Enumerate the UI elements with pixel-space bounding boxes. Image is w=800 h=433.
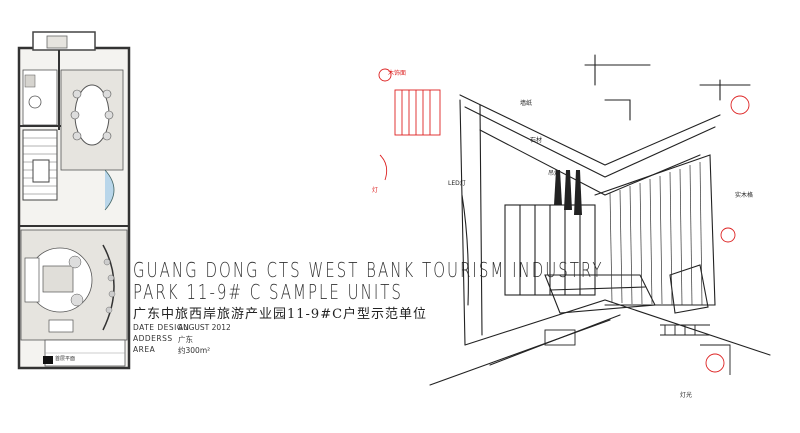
title-chinese: 广东中旅西岸旅游产业园11-9#C户型示范单位 <box>133 307 428 322</box>
title-line-1: GUANG DONG CTS WEST BANK TOURISM INDUSTR… <box>133 258 604 283</box>
annotation-2: 墙纸 <box>520 100 533 107</box>
info-value-date: AUGUST 2012 <box>178 323 231 332</box>
annotation-8: 灯光 <box>680 392 693 399</box>
info-value-area: 约300m² <box>178 346 211 355</box>
floor-plan <box>17 31 131 370</box>
info-value-address: 广东 <box>178 335 193 344</box>
annotation-5: 实木格 <box>735 192 754 199</box>
perspective-sketch <box>378 54 771 386</box>
annotation-1: 木饰面 <box>388 70 407 77</box>
info-label-address: ADDERSS <box>133 334 173 343</box>
info-label-date: DATE DESIGN <box>133 323 190 332</box>
plan-caption: 首层平面 <box>55 356 76 362</box>
annotation-7: 吊灯 <box>548 170 561 177</box>
title-line-2: PARK 11-9# C SAMPLE UNITS <box>133 280 403 305</box>
annotation-6: 灯 <box>372 187 379 194</box>
annotation-4: LED灯 <box>448 180 466 187</box>
annotation-3: 石材 <box>530 137 543 144</box>
info-label-area: AREA <box>133 345 156 354</box>
